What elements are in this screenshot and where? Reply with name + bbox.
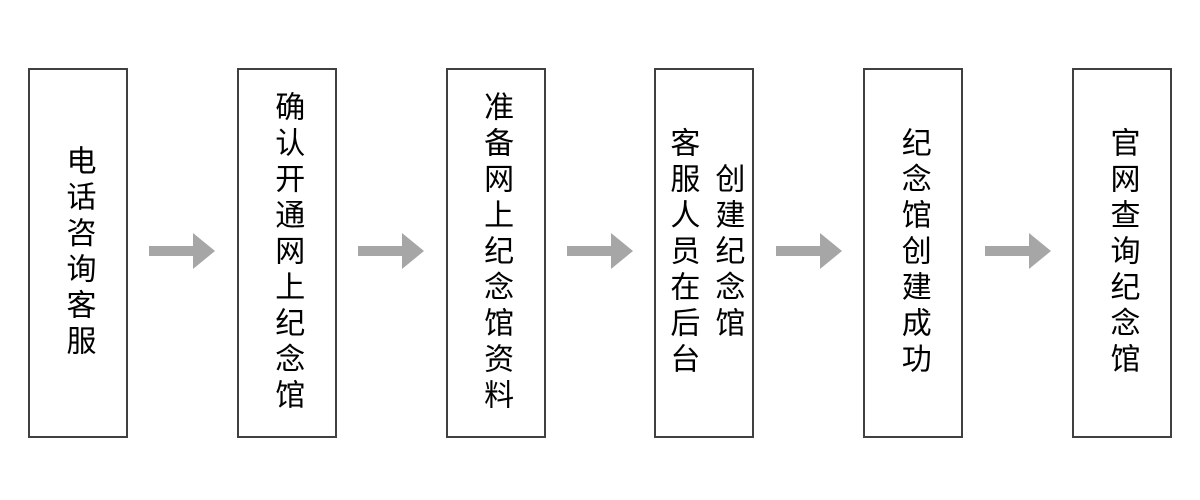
flow-connector-2 — [337, 68, 446, 438]
flow-connector-3 — [546, 68, 655, 438]
flow-step-1-label: 电话咨询客服 — [61, 145, 95, 361]
flow-step-2: 确认开通网上纪念馆 — [236, 68, 337, 438]
right-arrow-icon — [358, 232, 425, 269]
flow-connector-5 — [963, 68, 1072, 438]
flow-step-4: 客服人员在后台 创建纪念馆 — [654, 68, 755, 438]
flow-connector-1 — [128, 68, 237, 438]
flow-step-1: 电话咨询客服 — [28, 68, 128, 438]
flow-connector-4 — [754, 68, 863, 438]
right-arrow-icon — [566, 232, 633, 269]
right-arrow-icon — [149, 232, 216, 269]
flow-step-4-label: 客服人员在后台 创建纪念馆 — [665, 127, 744, 379]
flow-step-2-label: 确认开通网上纪念馆 — [270, 91, 304, 415]
flow-step-6: 官网查询纪念馆 — [1071, 68, 1172, 438]
flow-step-3-label: 准备网上纪念馆资料 — [479, 91, 513, 415]
flow-step-3: 准备网上纪念馆资料 — [445, 68, 546, 438]
flow-step-5-label: 纪念馆创建成功 — [896, 127, 930, 379]
flow-step-6-label: 官网查询纪念馆 — [1105, 127, 1139, 379]
flow-step-5: 纪念馆创建成功 — [863, 68, 964, 438]
right-arrow-icon — [984, 232, 1051, 269]
flowchart: 电话咨询客服 确认开通网上纪念馆 准备网上纪念馆资料 客服人员在后台 创建纪念馆 — [28, 68, 1172, 438]
right-arrow-icon — [775, 232, 842, 269]
